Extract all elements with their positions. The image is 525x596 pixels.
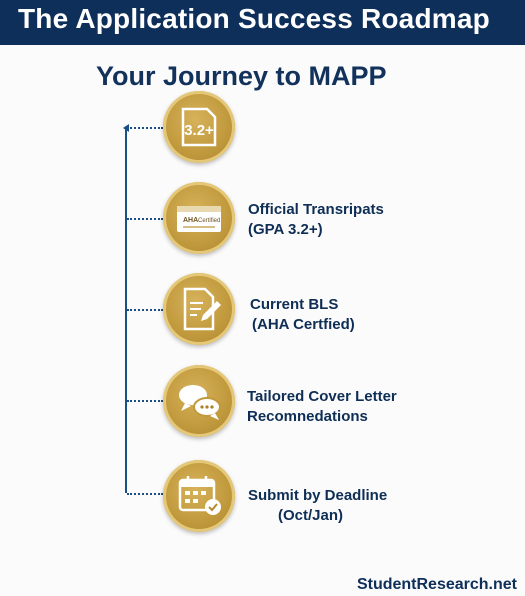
connector-3 — [127, 309, 163, 311]
certified-text: Certified — [198, 218, 220, 224]
step-1-icon-circle: 3.2+ — [163, 91, 235, 163]
gpa-badge-text: 3.2+ — [184, 122, 214, 139]
connector-arrow-1 — [123, 124, 129, 132]
step-2-line-1: Official Transripats — [248, 201, 384, 218]
site-watermark: StudentResearch.net — [356, 576, 517, 593]
aha-text: AHA — [183, 217, 198, 224]
step-5-line-1: Submit by Deadline — [248, 487, 388, 504]
step-2-icon-circle: AHA Certified — [163, 182, 235, 254]
step-4-icon-circle — [163, 365, 235, 437]
connector-5 — [127, 493, 163, 495]
step-5-icon-circle — [163, 460, 235, 532]
step-4-line-2: Recomnedations — [247, 408, 368, 425]
signing-document-icon — [183, 287, 221, 331]
step-3-icon-circle — [163, 273, 235, 345]
aha-certificate-icon: AHA Certified — [177, 206, 221, 232]
page-title: The Application Success Roadmap — [18, 3, 490, 34]
connector-1 — [127, 127, 163, 129]
step-3-line-2: (AHA Certfied) — [252, 316, 355, 333]
step-4-line-1: Tailored Cover Letter — [247, 388, 397, 405]
step-5-line-2: (Oct/Jan) — [278, 507, 344, 524]
calendar-check-icon — [178, 476, 221, 515]
connector-4 — [127, 400, 163, 402]
step-5-label: Submit by Deadline (Oct/Jan) — [248, 486, 387, 526]
step-2-line-2: (GPA 3.2+) — [248, 221, 323, 238]
header-bar: The Application Success Roadmap — [0, 0, 525, 45]
step-3-label: Current BLS (AHA Certfied) — [250, 295, 355, 335]
step-3-line-1: Current BLS — [250, 296, 339, 313]
step-2-label: Official Transripats (GPA 3.2+) — [248, 200, 384, 240]
gpa-document-icon: 3.2+ — [181, 107, 217, 147]
chat-bubbles-icon — [179, 385, 221, 420]
timeline-line — [125, 127, 127, 493]
roadmap-subtitle: Your Journey to MAPP — [96, 61, 387, 91]
connector-2 — [127, 218, 163, 220]
step-4-label: Tailored Cover Letter Recomnedations — [247, 387, 397, 427]
